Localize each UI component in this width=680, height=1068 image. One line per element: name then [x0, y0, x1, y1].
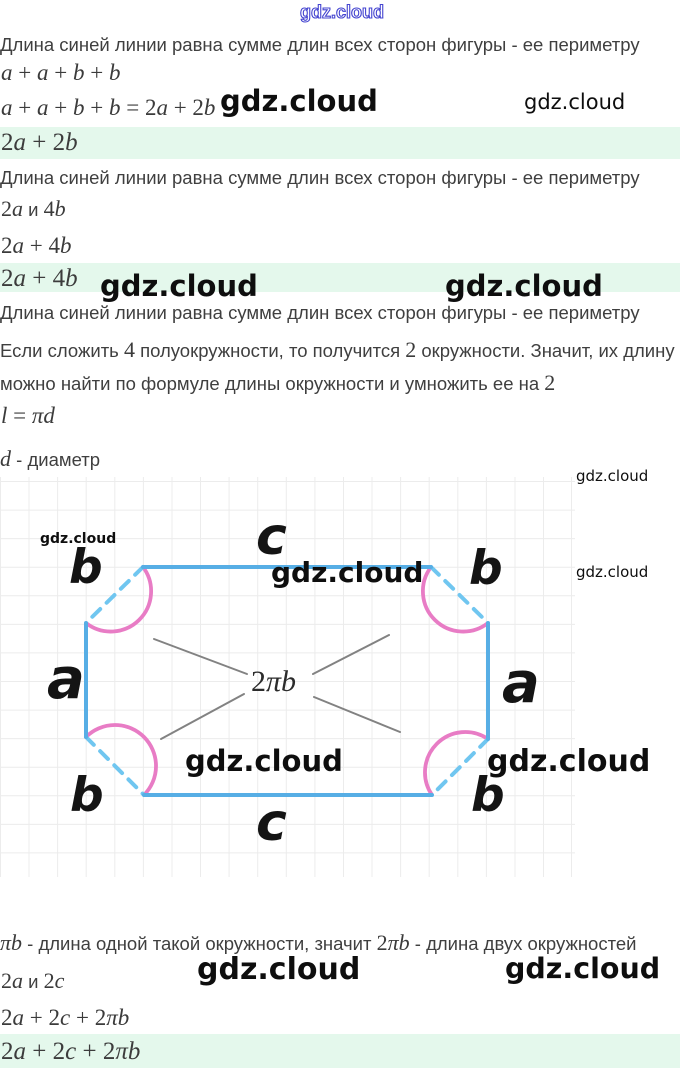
diagram-label-c-top: c [256, 507, 287, 567]
section2-given: 2a и 4b [1, 196, 66, 221]
diagram-label-b-bottomleft: b [70, 768, 104, 823]
section2-answer-band: 2a + 4b [0, 263, 680, 292]
section1-step1: a + a + b + b [1, 60, 121, 85]
watermark-diagram-topleft: gdz.cloud [40, 531, 117, 547]
watermark-band2-right: gdz.cloud [445, 269, 603, 303]
watermark-bottom-right: gdz.cloud [505, 952, 661, 985]
section4-answer: 2a + 2c + 2πb [1, 1038, 141, 1065]
watermark-line3-right: gdz.cloud [524, 90, 626, 114]
corner-arcs [84, 565, 490, 797]
diagram-label-c-bottom: c [256, 793, 287, 853]
diagram-label-b-bottomright: b [471, 768, 505, 823]
section3-para1: Если сложить 4 полуокружности, то получи… [0, 337, 675, 362]
watermark-bottom-left: gdz.cloud [197, 952, 361, 987]
section4-step: 2a + 2c + 2πb [1, 1004, 130, 1030]
section3-heading: Длина синей линии равна сумме длин всех … [0, 302, 640, 323]
diagram-label-a-left: a [47, 647, 85, 712]
watermark-diagram-bottomleft: gdz.cloud [185, 744, 343, 778]
figure-diagram [0, 477, 575, 877]
shape-dashed-edges [84, 565, 490, 797]
section1-heading: Длина синей линии равна сумме длин всех … [0, 34, 640, 55]
section2-step: 2a + 4b [1, 232, 72, 258]
section4-para1: πb - длина одной такой окружности, значи… [0, 930, 637, 955]
watermark-line3: gdz.cloud [220, 84, 378, 118]
section1-answer: 2a + 2b [1, 129, 78, 156]
section1-answer-band: 2a + 2b [0, 127, 680, 159]
diagram-label-b-topright: b [469, 541, 503, 596]
watermark-right-2: gdz.cloud [576, 563, 649, 581]
shape-solid-edges [84, 565, 490, 797]
grid-lines [0, 477, 575, 877]
section1-step2: a + a + b + b = 2a + 2b [1, 94, 216, 120]
diagram-label-a-right: a [502, 651, 540, 716]
diagram-label-b-topleft: b [69, 540, 103, 595]
section3-note: d - диаметр [0, 446, 101, 471]
watermark-band2-left: gdz.cloud [100, 269, 258, 303]
section2-answer: 2a + 4b [1, 265, 78, 292]
pointer-lines [153, 634, 401, 740]
watermark-diagram-top: gdz.cloud [271, 556, 424, 589]
diagram-label-center: 2πb [251, 665, 297, 698]
watermark-diagram-bottomright: gdz.cloud [487, 744, 651, 779]
section3-formula: l = πd [1, 403, 55, 428]
watermark-top: gdz.cloud [299, 2, 384, 22]
section4-answer-band: 2a + 2c + 2πb [0, 1034, 680, 1068]
watermark-right-1: gdz.cloud [576, 467, 649, 485]
section2-heading: Длина синей линии равна сумме длин всех … [0, 167, 640, 188]
section4-given: 2a и 2c [1, 968, 65, 993]
section3-para2: можно найти по формуле длины окружности … [0, 370, 556, 395]
